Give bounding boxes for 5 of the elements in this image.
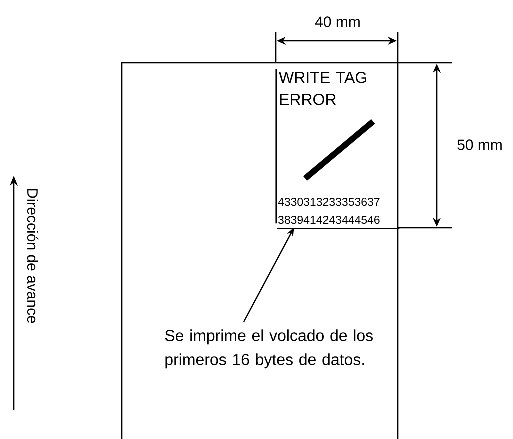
label-area: WRITE TAG ERROR 4330313233353637 3839414243444546	[276, 69, 400, 230]
callout-text: Se imprime el volcado de los primeros 16 bytes de datos.	[165, 330, 373, 369]
dimension-label: 40 mm	[315, 16, 360, 28]
dimension-label: 50 mm	[458, 140, 502, 150]
direction-label: Dirección de avance	[27, 189, 39, 324]
